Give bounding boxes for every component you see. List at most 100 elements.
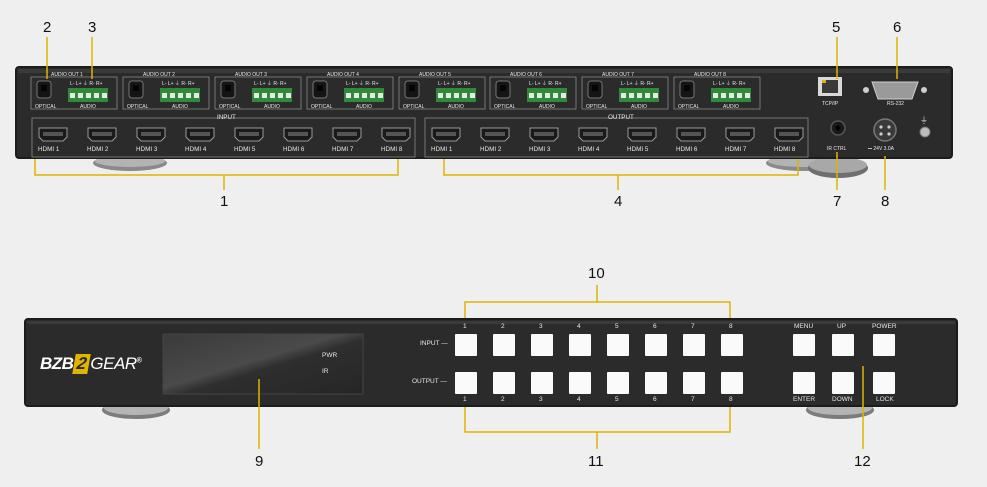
input-select-button-7[interactable] (683, 334, 705, 356)
input-hdmi-label: HDMI 8 (381, 146, 403, 153)
lock-label: LOCK (876, 396, 894, 403)
output-hdmi-label: HDMI 7 (725, 146, 747, 153)
hdmi-port-contacts (730, 132, 750, 136)
menu-button[interactable] (793, 334, 815, 356)
input-hdmi-label: HDMI 2 (87, 146, 109, 153)
rear-foot (809, 157, 867, 173)
terminal-screw (86, 93, 91, 98)
power-button[interactable] (873, 334, 895, 356)
lock-button[interactable] (873, 372, 895, 394)
terminal-pin-label: L- L+ ⏚ R- R+ (621, 81, 654, 87)
callout-number-2: 2 (43, 19, 52, 36)
power-connector-pin (879, 125, 883, 129)
audio-out-label: AUDIO OUT 1 (51, 72, 83, 78)
terminal-pin-label: L- L+ ⏚ R- R+ (162, 81, 195, 87)
output-select-button-2[interactable] (493, 372, 515, 394)
audio-out-label: AUDIO OUT 8 (694, 72, 726, 78)
input-select-button-1[interactable] (455, 334, 477, 356)
audio-label: AUDIO (631, 104, 647, 110)
terminal-screw (278, 93, 283, 98)
terminal-pin-label: L- L+ ⏚ R- R+ (346, 81, 379, 87)
terminal-screw (462, 93, 467, 98)
hdmi-port-contacts (632, 132, 652, 136)
input-select-button-2[interactable] (493, 334, 515, 356)
output-channel-number: 3 (539, 396, 543, 403)
enter-button[interactable] (793, 372, 815, 394)
input-hdmi-label: HDMI 6 (283, 146, 305, 153)
output-select-button-3[interactable] (531, 372, 553, 394)
output-hdmi-label: HDMI 8 (774, 146, 796, 153)
down-button[interactable] (832, 372, 854, 394)
power-connector[interactable] (873, 118, 897, 142)
output-select-button-1[interactable] (455, 372, 477, 394)
input-group-label: INPUT (217, 114, 236, 121)
terminal-screw (470, 93, 475, 98)
hdmi-port-contacts (436, 132, 456, 136)
terminal-screw (629, 93, 634, 98)
terminal-screw (721, 93, 726, 98)
terminal-screw (621, 93, 626, 98)
input-hdmi-label: HDMI 3 (136, 146, 158, 153)
up-label: UP (837, 323, 847, 330)
terminal-screw (162, 93, 167, 98)
audio-out-frame (673, 76, 761, 110)
callout-number-10: 10 (588, 265, 605, 282)
callout-number-8: 8 (881, 193, 890, 210)
terminal-screw (286, 93, 291, 98)
hdmi-port-contacts (337, 132, 357, 136)
rs232-port[interactable] (871, 81, 919, 100)
enter-label: ENTER (793, 396, 816, 403)
brand-mark: 2 (72, 354, 92, 374)
output-group-frame (424, 117, 809, 158)
terminal-screw (270, 93, 275, 98)
front-input-row-label: INPUT — (420, 340, 448, 347)
audio-out-label: AUDIO OUT 3 (235, 72, 267, 78)
input-select-button-8[interactable] (721, 334, 743, 356)
audio-out-frame (214, 76, 302, 110)
ir-ctrl-label: IR CTRL (827, 146, 847, 152)
terminal-screw (454, 93, 459, 98)
terminal-screw (254, 93, 259, 98)
output-channel-number: 5 (615, 396, 619, 403)
audio-out-label: AUDIO OUT 6 (510, 72, 542, 78)
hdmi-port-contacts (288, 132, 308, 136)
optical-label: OPTICAL (311, 104, 333, 110)
optical-port-window (41, 85, 47, 91)
terminal-pin-label: L- L+ ⏚ R- R+ (438, 81, 471, 87)
input-select-button-5[interactable] (607, 334, 629, 356)
input-select-button-6[interactable] (645, 334, 667, 356)
hdmi-port-contacts (485, 132, 505, 136)
audio-out-label: AUDIO OUT 5 (419, 72, 451, 78)
audio-out-label: AUDIO OUT 7 (602, 72, 634, 78)
output-select-button-8[interactable] (721, 372, 743, 394)
front-panel-sheen (27, 321, 955, 324)
hdmi-port-contacts (534, 132, 554, 136)
front-callout-lines (258, 285, 864, 449)
input-select-button-3[interactable] (531, 334, 553, 356)
output-select-button-6[interactable] (645, 372, 667, 394)
rs232-label: RS-232 (887, 101, 904, 107)
callout-number-11: 11 (588, 453, 604, 470)
up-button[interactable] (832, 334, 854, 356)
output-select-button-4[interactable] (569, 372, 591, 394)
terminal-screw (378, 93, 383, 98)
terminal-screw (438, 93, 443, 98)
terminal-screw (194, 93, 199, 98)
input-select-button-4[interactable] (569, 334, 591, 356)
input-channel-number: 7 (691, 323, 695, 330)
optical-port-window (317, 85, 323, 91)
output-select-button-5[interactable] (607, 372, 629, 394)
input-hdmi-label: HDMI 4 (185, 146, 207, 153)
power-connector-pin (879, 132, 883, 136)
audio-label: AUDIO (723, 104, 739, 110)
hdmi-port-contacts (583, 132, 603, 136)
input-hdmi-label: HDMI 7 (332, 146, 354, 153)
audio-label: AUDIO (172, 104, 188, 110)
front-output-row-label: OUTPUT — (412, 378, 447, 385)
output-select-button-7[interactable] (683, 372, 705, 394)
optical-port-window (133, 85, 139, 91)
terminal-screw (737, 93, 742, 98)
callout-number-7: 7 (833, 193, 842, 210)
terminal-screw (170, 93, 175, 98)
